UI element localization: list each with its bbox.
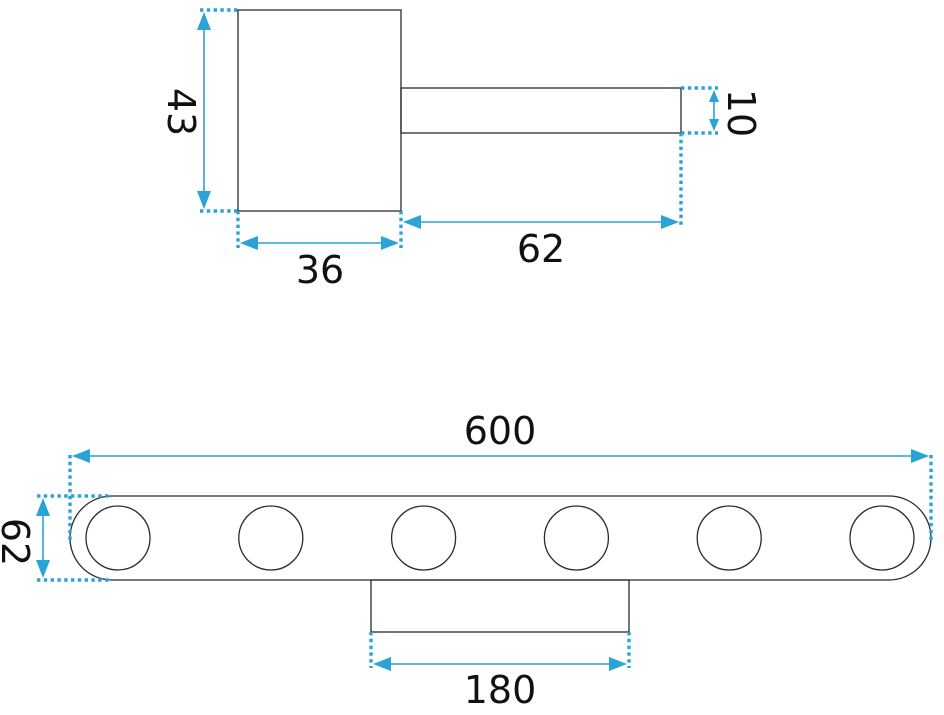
lamp-circle [849,505,915,571]
bar-length-label: 600 [464,409,537,453]
lamp-circle [390,505,457,571]
stem-length-arrow-right [661,215,679,229]
mounting-plate-outline [370,579,630,633]
stem-outline [400,87,682,134]
bar-height-arrow-bottom [36,560,50,578]
plate-width-arrow-right [609,657,627,671]
lamp-circle [238,505,304,571]
bar-outline [69,495,932,581]
width-arrow-right [381,236,399,250]
height-arrow-bottom [197,191,211,209]
lamp-row [85,505,915,571]
bar-length-arrow-left [72,449,90,463]
lamp-head-outline [237,9,402,212]
side-view: 43 36 62 10 [159,8,763,292]
stem-length-label: 62 [517,227,565,271]
stem-thickness-arrow-top [709,90,719,102]
width-label: 36 [296,248,344,292]
width-arrow-left [240,236,258,250]
bar-height-label: 62 [0,518,37,566]
height-label: 43 [159,88,203,136]
plate-width-label: 180 [464,668,537,712]
lamp-circle [696,505,762,571]
height-arrow-top [197,12,211,30]
front-view: 600 62 180 [0,409,933,712]
stem-thickness-arrow-bottom [709,119,719,131]
plate-width-arrow-left [373,657,391,671]
stem-length-arrow-left [403,215,421,229]
lamp-circle [543,505,610,571]
bar-length-arrow-right [911,449,929,463]
bar-height-arrow-top [36,498,50,516]
lamp-circle [85,505,151,571]
stem-thickness-label: 10 [719,89,763,137]
